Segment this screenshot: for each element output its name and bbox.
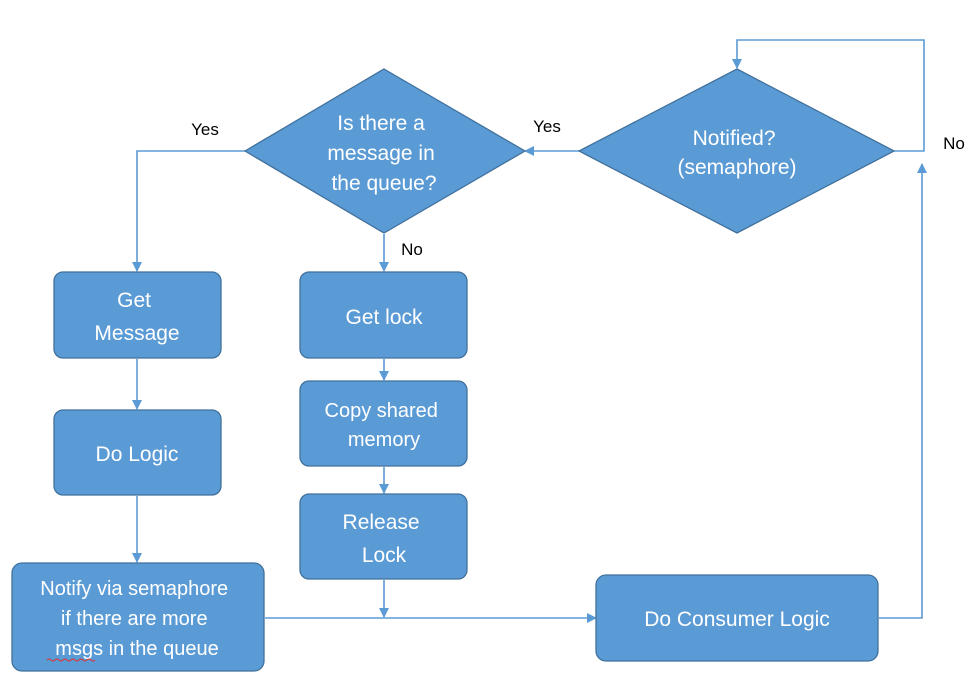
process-copy-shared-memory-label: Copy shared memory [325, 400, 444, 451]
edge-consumer-to-notified [879, 163, 927, 619]
edge-queue-yes [132, 150, 245, 272]
process-notify-semaphore: Notify via semaphore if there are more m… [11, 562, 265, 672]
process-copy-shared-memory: Copy shared memory [299, 380, 468, 467]
process-get-message: Get Message [53, 271, 222, 359]
process-notify-semaphore-label: Notify via semaphore if there are more m… [40, 578, 233, 660]
process-release-lock-label: Release Lock [343, 511, 426, 567]
decision-message-in-queue: Is there a message in the queue? [243, 68, 527, 234]
label-queue-no: No [401, 240, 423, 259]
decision-message-in-queue-label: Is there a message in the queue? [327, 112, 440, 195]
edge-notified-no-loop [732, 39, 925, 152]
process-get-message-label: Get Message [94, 289, 179, 345]
decision-notified-label: Notified? (semaphore) [677, 127, 796, 179]
decision-notified: Notified? (semaphore) [577, 68, 896, 234]
label-notified-no: No [943, 134, 965, 153]
label-queue-yes: Yes [191, 120, 219, 139]
process-get-lock: Get lock [299, 271, 468, 359]
spellcheck-underline [46, 658, 96, 662]
process-do-consumer-logic: Do Consumer Logic [595, 574, 879, 662]
process-do-logic-label: Do Logic [96, 443, 179, 466]
label-notified-yes: Yes [533, 117, 561, 136]
process-get-lock-label: Get lock [345, 306, 423, 329]
process-release-lock: Release Lock [299, 493, 468, 580]
process-do-consumer-logic-label: Do Consumer Logic [644, 608, 830, 631]
process-do-logic: Do Logic [53, 409, 222, 496]
